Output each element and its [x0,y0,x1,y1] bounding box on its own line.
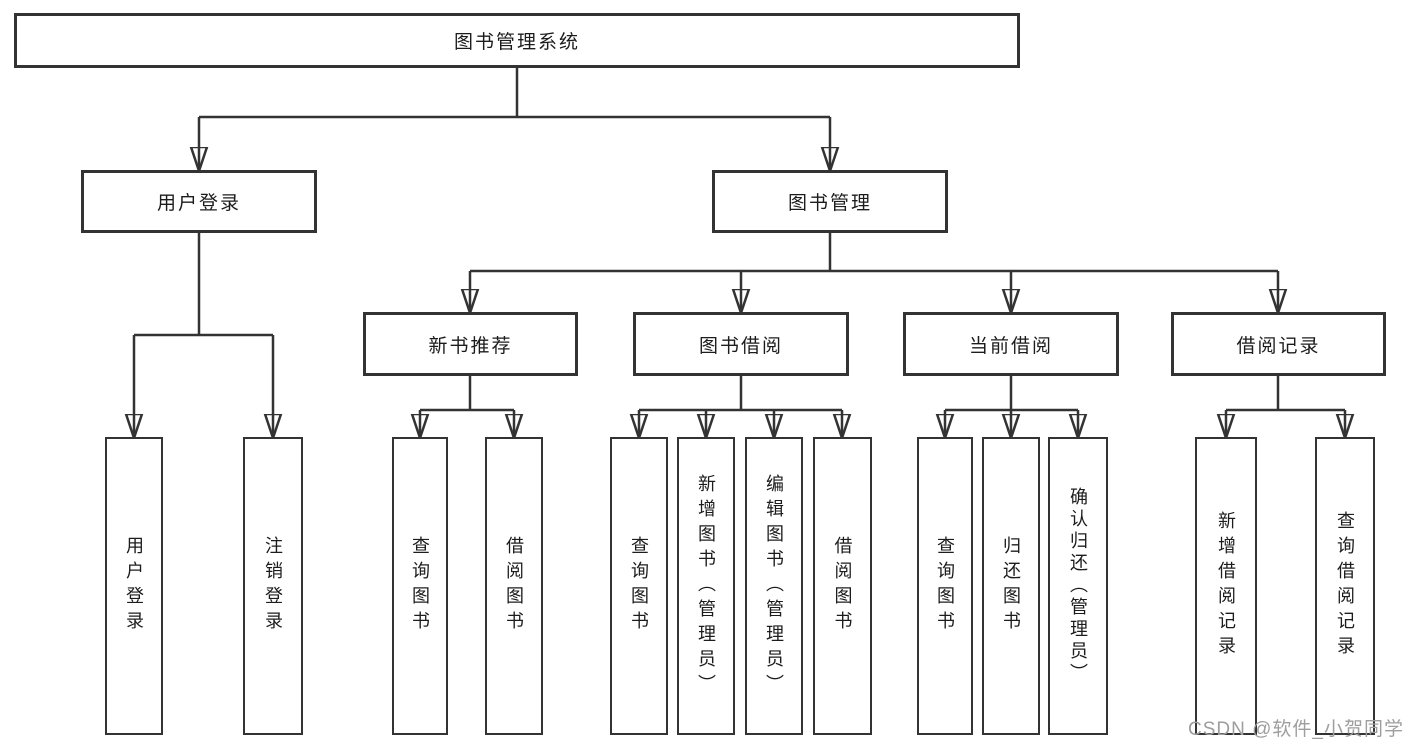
leaf-logout: 注销登录 [243,437,303,735]
leaf-label: 查询图书 [629,536,649,636]
connector-book-management [470,233,1278,312]
leaf-label: 新增借阅记录 [1216,511,1236,661]
node-new-book-recommend: 新书推荐 [363,312,578,376]
node-book-borrow: 图书借阅 [633,312,849,376]
leaf-user-login: 用户登录 [105,437,163,735]
leaf-query-books-3: 查询图书 [917,437,973,735]
leaf-label: 借阅图书 [832,536,853,636]
leaf-query-borrow-record: 查询借阅记录 [1315,437,1375,735]
leaf-edit-books-admin: 编辑图书（管理员） [745,437,803,735]
leaf-query-books-2: 查询图书 [610,437,668,735]
connector-current-borrow [945,376,1078,437]
node-user-login: 用户登录 [81,170,317,233]
leaf-label: 查询借阅记录 [1335,511,1355,661]
leaf-label: 查询图书 [410,536,430,636]
leaf-label: 借阅图书 [504,536,524,636]
csdn-watermark: CSDN @软件_小贺同学 [1188,719,1404,740]
leaf-label: 新增图书（管理员） [696,473,716,699]
connector-borrow-records [1226,376,1345,437]
leaf-add-books-admin: 新增图书（管理员） [677,437,735,735]
leaf-label: 用户登录 [124,536,144,636]
leaf-confirm-return-admin: 确认归还（管理员） [1048,437,1108,735]
leaf-query-books-1: 查询图书 [392,437,448,735]
connector-new-book-recommend [420,376,514,437]
connector-root [199,68,830,170]
leaf-return-books: 归还图书 [982,437,1040,735]
leaf-borrow-books-1: 借阅图书 [485,437,543,735]
connector-user-login [134,233,273,437]
node-current-borrow: 当前借阅 [903,312,1119,376]
node-library-management-system: 图书管理系统 [14,13,1020,68]
leaf-label: 注销登录 [263,536,283,636]
leaf-add-borrow-record: 新增借阅记录 [1195,437,1257,735]
node-borrow-records: 借阅记录 [1171,312,1386,376]
leaf-label: 查询图书 [935,536,955,636]
leaf-borrow-books-2: 借阅图书 [813,437,872,735]
leaf-label: 编辑图书（管理员） [764,473,784,699]
leaf-label: 归还图书 [1001,536,1021,636]
leaf-label: 确认归还（管理员） [1068,487,1088,685]
node-book-management: 图书管理 [712,170,948,233]
connector-book-borrow [639,376,842,437]
